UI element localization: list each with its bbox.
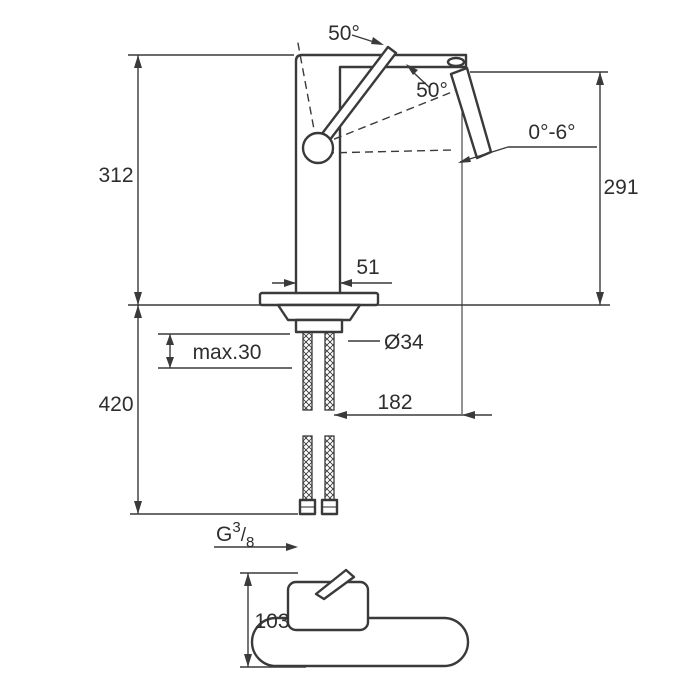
hose-left-upper xyxy=(302,331,313,411)
arrowhead xyxy=(244,654,252,667)
arrowhead xyxy=(284,279,296,287)
handle-tilted-position xyxy=(449,66,493,160)
shank-diameter-label: Ø34 xyxy=(384,331,424,354)
handle-lever-solid xyxy=(319,45,398,143)
thread-size-label: G3/8 xyxy=(216,519,254,551)
arrowhead xyxy=(596,292,604,305)
supply-hoses xyxy=(298,331,339,516)
hose-left-lower xyxy=(302,435,313,501)
angle-top-leader xyxy=(351,34,375,43)
hose-right-lower xyxy=(324,435,335,501)
handle-position-dashed-left xyxy=(296,37,317,141)
tilt-range-label: 0°-6° xyxy=(528,121,575,144)
arrowhead xyxy=(166,357,174,368)
handle-position-dashed-right xyxy=(325,149,453,154)
install-depth-label: 420 xyxy=(98,393,133,416)
arrowhead xyxy=(334,411,347,419)
dimension-labels: 50° 50° 0°-6° 312 291 51 Ø34 max.30 420 … xyxy=(98,22,638,633)
arrowhead xyxy=(462,411,475,419)
arrowhead xyxy=(134,501,142,514)
arrowhead xyxy=(134,305,142,318)
arrowhead xyxy=(596,72,604,85)
arrowhead xyxy=(134,292,142,305)
angle-side-label: 50° xyxy=(416,79,448,102)
handle-swing-construction-lines xyxy=(296,37,463,154)
spout-height-label: 291 xyxy=(603,176,638,199)
side-view-body xyxy=(286,580,370,632)
handle-pivot-joint xyxy=(301,131,335,165)
thread-numerator: 3 xyxy=(232,519,240,536)
arrowhead xyxy=(340,279,352,287)
arrowhead xyxy=(458,156,471,163)
base-plate xyxy=(258,291,380,307)
base-height-label: 103 xyxy=(254,610,289,633)
spout-reach-label: 182 xyxy=(377,391,412,414)
body-width-label: 51 xyxy=(356,256,379,279)
arrowhead xyxy=(134,55,142,68)
arrowhead xyxy=(371,37,384,45)
base-cone xyxy=(276,303,362,322)
thread-slash: / xyxy=(241,525,247,546)
max-deck-thickness-label: max.30 xyxy=(193,341,262,364)
thread-denominator: 8 xyxy=(246,534,254,551)
arrowhead xyxy=(406,64,418,75)
height-total-label: 312 xyxy=(98,164,133,187)
arrowhead xyxy=(244,573,252,586)
faucet-body-outline xyxy=(294,53,468,295)
threaded-shank xyxy=(294,318,344,334)
dimension-lines xyxy=(128,34,610,668)
aerator-outlet xyxy=(446,56,466,68)
angle-side-leader xyxy=(413,72,431,89)
faucet-front-view xyxy=(294,53,468,295)
arrowhead xyxy=(286,543,298,551)
hose-right-upper xyxy=(324,331,335,411)
angle-top-label: 50° xyxy=(328,22,360,45)
arrowhead xyxy=(166,334,174,345)
faucet-side-view xyxy=(250,568,470,668)
thread-letter: G xyxy=(216,523,232,546)
lever-handle xyxy=(301,45,398,165)
mounting-base xyxy=(258,291,380,334)
side-view-lever xyxy=(314,568,356,601)
